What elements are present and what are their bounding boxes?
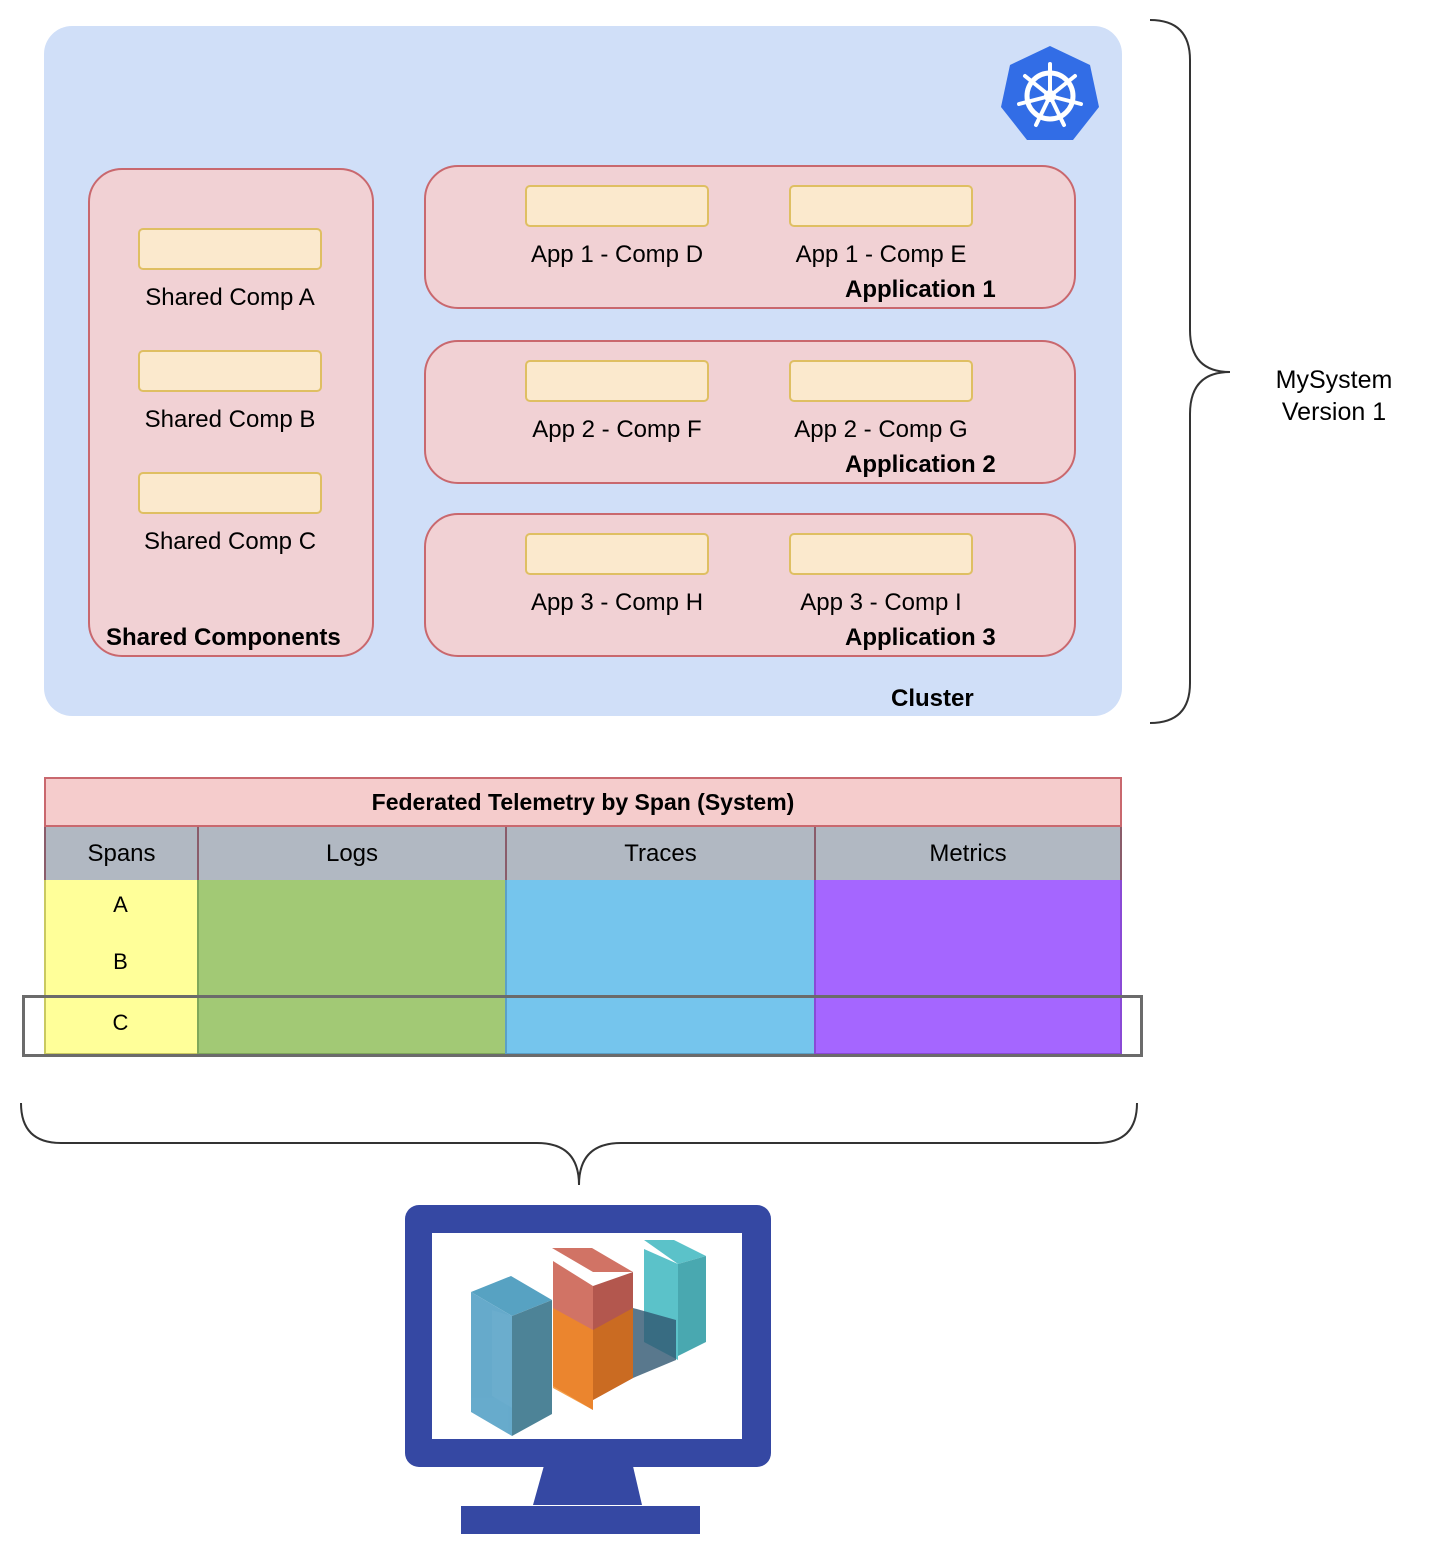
- app1-comp-e-label: App 1 - Comp E: [795, 241, 967, 268]
- shared-comp-a-label: Shared Comp A: [145, 284, 315, 311]
- span-a: A: [113, 892, 128, 917]
- right-brace-icon: [1149, 19, 1231, 724]
- cluster-title: Cluster: [891, 685, 974, 712]
- span-c: C: [112, 1010, 129, 1035]
- app3-comp-i-box: [789, 533, 973, 575]
- shared-comp-c-box: [138, 472, 322, 514]
- header-logs: Logs: [197, 827, 507, 880]
- shared-components-title: Shared Components: [106, 624, 341, 651]
- logs-column: [197, 880, 507, 1055]
- app2-comp-f-box: [525, 360, 709, 402]
- application-2-title: Application 2: [845, 451, 996, 478]
- kubernetes-icon: [1001, 46, 1099, 140]
- system-version: Version 1: [1281, 398, 1387, 426]
- shared-comp-b-label: Shared Comp B: [144, 406, 316, 433]
- header-spans: Spans: [44, 827, 199, 880]
- metrics-column: [814, 880, 1122, 1055]
- span-b: B: [113, 949, 128, 974]
- system-label: MySystem Version 1: [1224, 364, 1430, 428]
- app2-comp-g-label: App 2 - Comp G: [794, 416, 968, 443]
- app1-comp-d-box: [525, 185, 709, 227]
- shared-comp-c-label: Shared Comp C: [143, 528, 317, 555]
- shared-comp-a-box: [138, 228, 322, 270]
- app1-comp-d-label: App 1 - Comp D: [530, 241, 704, 268]
- system-name: MySystem: [1275, 366, 1393, 394]
- app3-comp-h-box: [525, 533, 709, 575]
- header-traces: Traces: [505, 827, 816, 880]
- app1-comp-e-box: [789, 185, 973, 227]
- application-3-title: Application 3: [845, 624, 996, 651]
- header-metrics: Metrics: [814, 827, 1122, 880]
- bottom-brace-icon: [20, 1102, 1138, 1186]
- app3-comp-i-label: App 3 - Comp I: [800, 589, 962, 616]
- telemetry-table-title: Federated Telemetry by Span (System): [44, 777, 1122, 827]
- application-1-title: Application 1: [845, 276, 996, 303]
- app3-comp-h-label: App 3 - Comp H: [530, 589, 704, 616]
- app2-comp-g-box: [789, 360, 973, 402]
- monitor-dashboard-icon: [405, 1205, 771, 1534]
- selected-span-row-highlight[interactable]: [22, 995, 1143, 1057]
- shared-comp-b-box: [138, 350, 322, 392]
- app2-comp-f-label: App 2 - Comp F: [532, 416, 702, 443]
